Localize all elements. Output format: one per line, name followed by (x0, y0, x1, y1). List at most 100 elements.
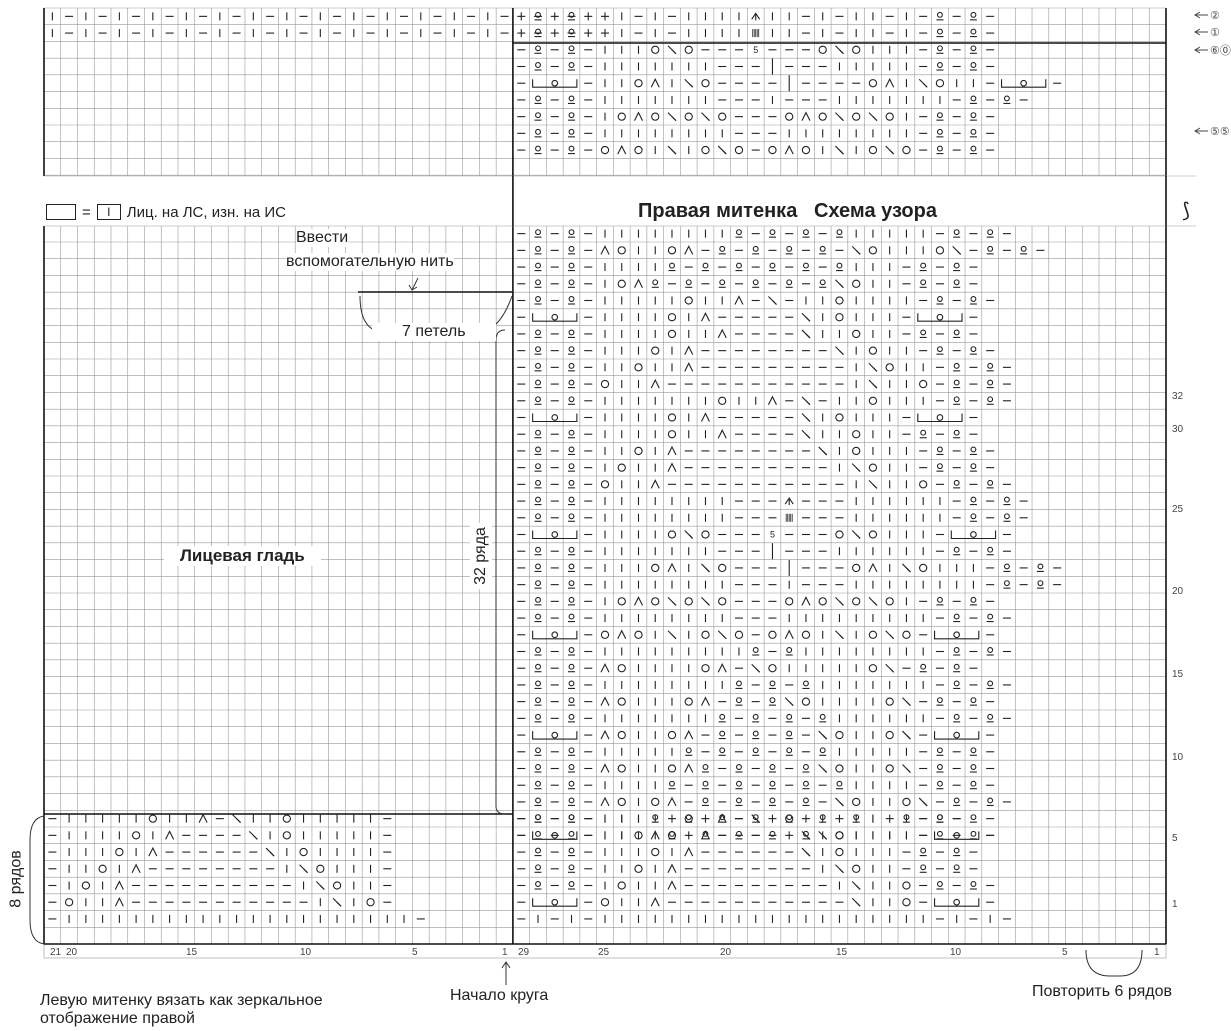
yarn-over-symbol (853, 431, 860, 438)
yarn-over-symbol (685, 698, 692, 705)
yarn-over-symbol (635, 364, 642, 371)
yarn-over-symbol (601, 899, 608, 906)
decrease-left-symbol (685, 765, 693, 773)
twisted-knit-symbol (954, 230, 959, 235)
decrease-right-tail (839, 50, 843, 54)
twisted-knit-symbol (921, 280, 926, 285)
cable-loop (552, 314, 558, 320)
decrease-right-tail (270, 852, 274, 856)
yarn-over-symbol (802, 146, 809, 153)
twisted-knit-symbol (971, 597, 976, 602)
decrease-right-tail (890, 635, 894, 639)
decrease-right-tail (806, 852, 810, 856)
yarn-over-symbol (668, 531, 675, 538)
twisted-knit-symbol (820, 246, 825, 251)
twisted-knit-symbol (770, 765, 775, 770)
twisted-knit-symbol (569, 363, 574, 368)
marker-number: ① (1210, 27, 1220, 39)
twisted-knit-symbol (536, 714, 541, 719)
decrease-left-symbol (601, 798, 609, 806)
twisted-knit-symbol (971, 63, 976, 68)
twisted-knit-symbol (569, 748, 574, 753)
yarn-over-symbol (652, 598, 659, 605)
twisted-knit-symbol (938, 146, 943, 151)
twisted-knit-symbol (954, 480, 959, 485)
yarn-over-symbol (869, 531, 876, 538)
yarn-over-symbol (618, 464, 625, 471)
twisted-knit-symbol (820, 714, 825, 719)
twisted-knit-symbol (820, 280, 825, 285)
twisted-knit-symbol (536, 748, 541, 753)
twisted-knit-symbol (971, 831, 976, 836)
twisted-knit-symbol (988, 380, 993, 385)
cable-loop (937, 415, 943, 421)
twisted-knit-symbol (988, 614, 993, 619)
decrease-right-tail (906, 568, 910, 572)
decrease-right-tail (823, 451, 827, 455)
twisted-knit-symbol (720, 280, 725, 285)
decrease-right-tail (856, 250, 860, 254)
introduce-thread-label-1: Ввести (296, 229, 348, 247)
decrease-left-symbol (768, 397, 776, 405)
twisted-knit-symbol (686, 748, 691, 753)
yarn-over-symbol (869, 247, 876, 254)
yarn-over-symbol (635, 631, 642, 638)
cable-loop (552, 80, 558, 86)
twisted-knit-symbol (988, 480, 993, 485)
decrease-right-tail (839, 635, 843, 639)
twisted-knit-symbol (569, 129, 574, 134)
cable-loop (954, 732, 960, 738)
yarn-over-symbol (853, 280, 860, 287)
decrease-right-tail (923, 802, 927, 806)
twisted-knit-symbol (569, 447, 574, 452)
twisted-knit-symbol (536, 865, 541, 870)
twisted-knit-symbol (921, 865, 926, 870)
legend: = I Лиц. на ЛС, изн. на ИС (42, 201, 290, 223)
yarn-over-symbol (635, 447, 642, 454)
twisted-knit-symbol (1005, 96, 1010, 101)
twisted-knit-symbol (954, 664, 959, 669)
twisted-knit-symbol (954, 848, 959, 853)
twisted-knit-symbol (753, 748, 758, 753)
decrease-left-symbol (785, 631, 793, 639)
decrease-right-tail (839, 351, 843, 355)
twisted-knit-symbol (536, 347, 541, 352)
decrease-right-tail (806, 334, 810, 338)
decrease-right-tail (823, 769, 827, 773)
twisted-knit-symbol (804, 263, 809, 268)
thirty-two-rows-label: 32 ряда (470, 523, 492, 589)
decrease-left-symbol (618, 631, 626, 639)
twisted-knit-symbol (988, 714, 993, 719)
decrease-right-tail (839, 284, 843, 288)
twisted-knit-symbol (938, 12, 943, 17)
decrease-right-tail (705, 568, 709, 572)
cable-loop (971, 532, 977, 538)
yarn-over-symbol (853, 330, 860, 337)
yarn-over-symbol (668, 330, 675, 337)
yarn-over-symbol (618, 247, 625, 254)
twisted-knit-symbol (1038, 581, 1043, 586)
twisted-knit-symbol (770, 263, 775, 268)
decrease-left-symbol (668, 564, 676, 572)
twisted-knit-symbol (670, 263, 675, 268)
yarn-over-symbol (702, 80, 709, 87)
decrease-right-tail (722, 635, 726, 639)
decrease-left-symbol (802, 113, 810, 121)
yarn-over-symbol (601, 146, 608, 153)
twisted-knit-symbol (536, 564, 541, 569)
yarn-over-symbol (82, 882, 89, 889)
cable-loop (1021, 80, 1027, 86)
yarn-over-symbol (903, 146, 910, 153)
decrease-right-tail (839, 802, 843, 806)
eight-rows-label: 8 рядов (8, 848, 26, 909)
yarn-over-symbol (333, 882, 340, 889)
twisted-knit-symbol (753, 714, 758, 719)
twisted-knit-symbol (787, 731, 792, 736)
twisted-knit-symbol (954, 714, 959, 719)
left-mitten-note-2: отображение правой (40, 1010, 195, 1028)
yarn-over-symbol (936, 247, 943, 254)
twisted-knit-symbol (536, 63, 541, 68)
twisted-knit-symbol (536, 464, 541, 469)
decrease-left-symbol (634, 113, 642, 121)
twisted-knit-symbol (938, 46, 943, 51)
